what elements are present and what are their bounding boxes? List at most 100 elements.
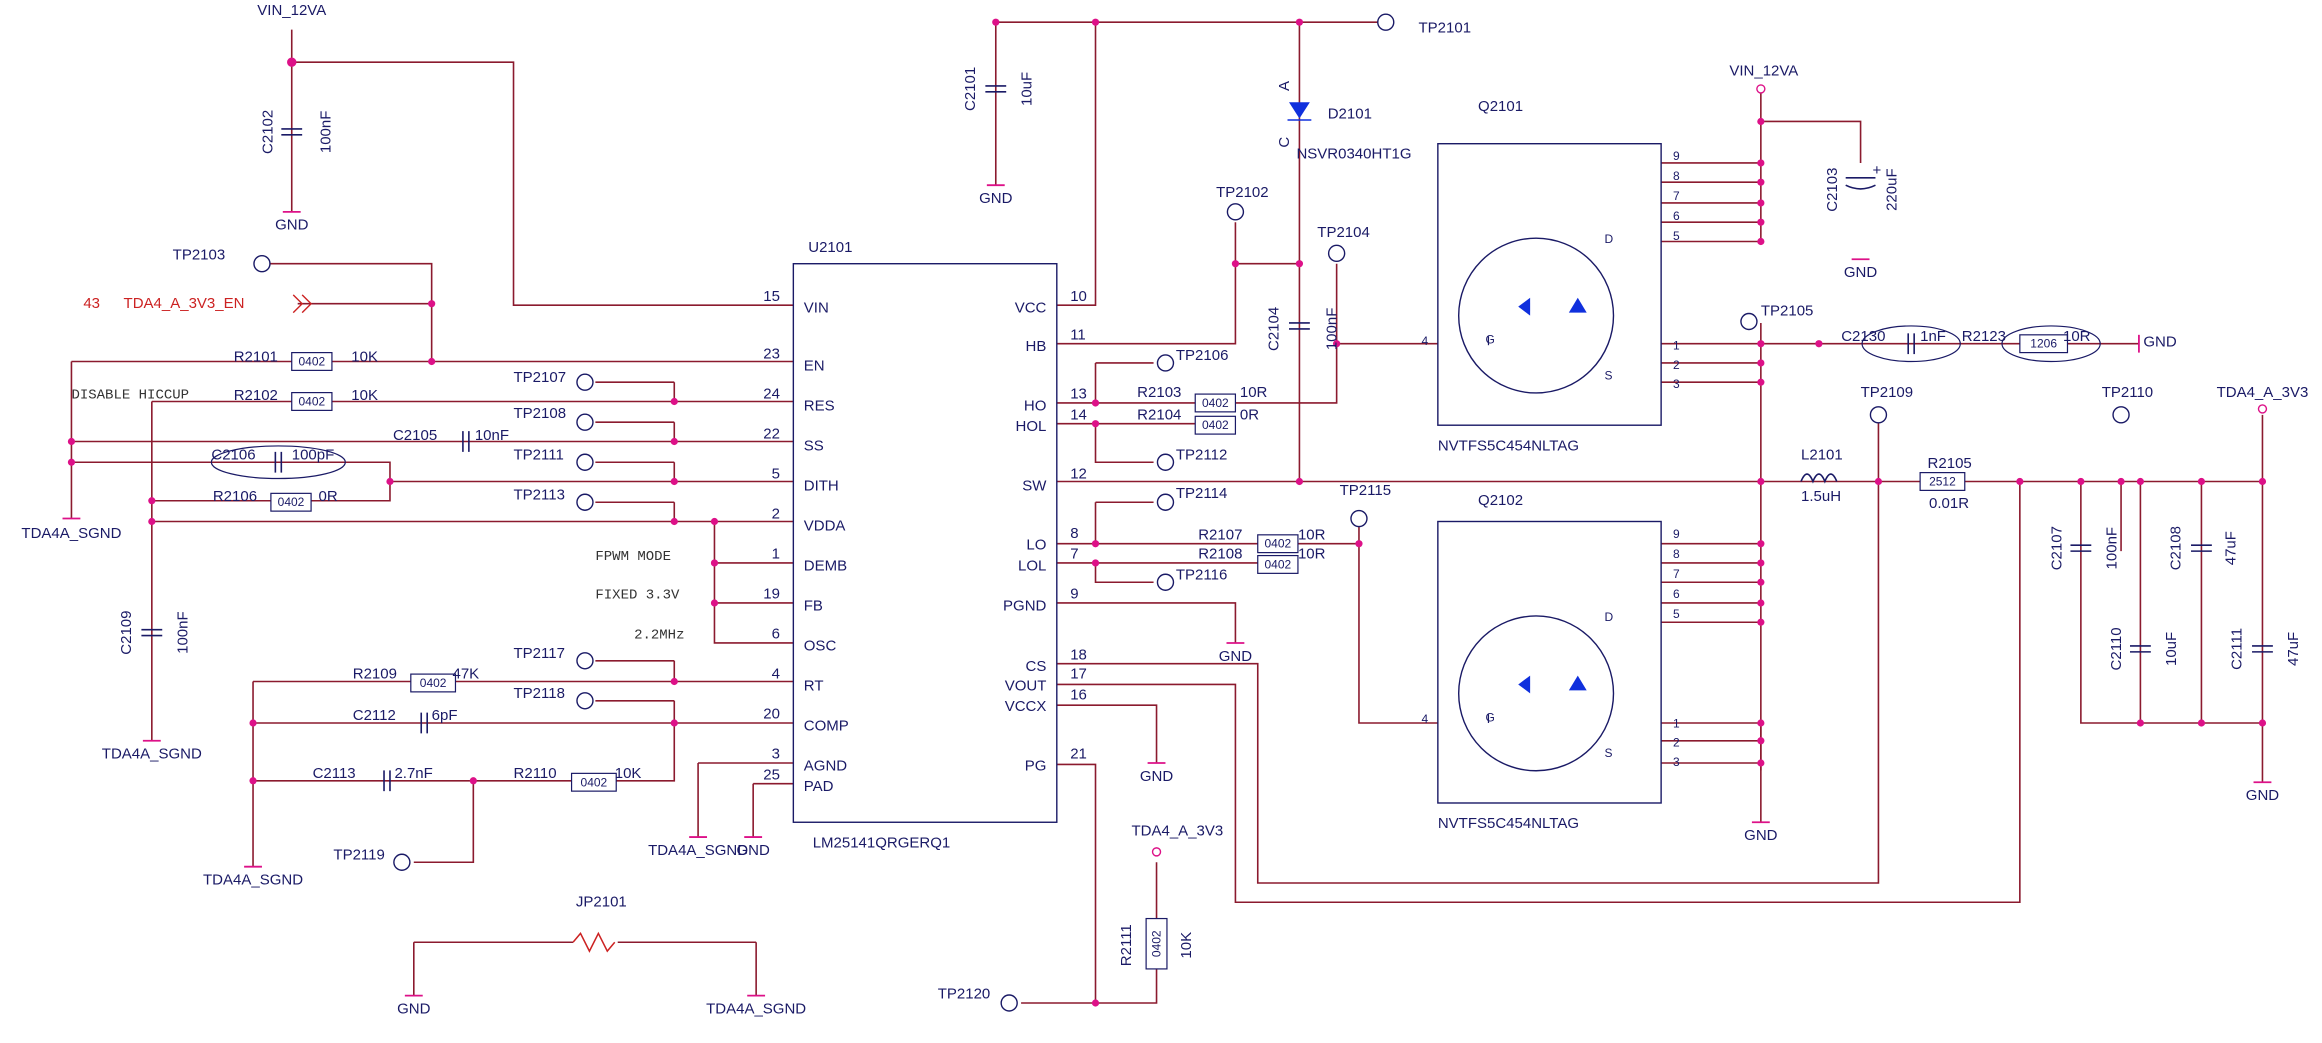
junction-dot [670,677,678,686]
wire [713,521,794,644]
cap-value: 1nF [1920,328,1946,345]
junction-dot [1757,477,1765,486]
test-point-label: TP2111 [514,446,564,463]
res-value: 10R [1298,526,1326,543]
note-fpwm: FPWM MODE [595,549,671,565]
junction-dot [1231,260,1240,268]
test-point-label: TP2116 [1176,566,1227,583]
ic-pin-name: PGND [1003,597,1047,614]
res-ref: R2107 [1198,526,1242,543]
cap-ref: C2130 [1841,328,1885,345]
junction-dot [469,777,477,785]
res-ref: R2108 [1198,546,1242,563]
junction-dot [1757,599,1765,607]
res-ref: R2110 [514,765,557,782]
test-point-icon [393,853,411,871]
junction-dot [1757,618,1765,626]
junction-dot [1295,18,1304,26]
res-value: 10K [351,348,378,365]
net-label-out: TDA4_A_3V3 [2217,384,2309,401]
resistor-body [1145,917,1168,970]
junction-dot [2016,477,2024,486]
cap-outline [210,445,346,480]
test-point-icon [1740,312,1758,331]
cap-value: 100nF [317,111,334,154]
note-freq: 2.2MHz [634,628,684,644]
junction-dot [1091,18,1100,26]
ic-pin-name: CS [1026,658,1047,675]
junction-dot [1333,340,1341,348]
ground-label: TDA4A_SGND [102,746,202,763]
mosfet-arrow-icon [1518,297,1531,316]
resistor-package-label: 0402 [1150,930,1164,957]
net-label-vin: VIN_12VA [257,2,326,19]
offpage-ref: 43 [83,295,100,312]
junction-dot [2136,477,2145,486]
ic-pin-number: 1 [772,546,780,563]
junction-dot [1295,477,1304,486]
junction-dot [1757,737,1765,745]
junction-dot [992,18,1000,26]
ic-body [792,263,1058,823]
junction-dot [2258,477,2267,486]
junction-dot [1757,378,1765,386]
ic-pin-number: 21 [1070,746,1087,763]
ic-pin-number: 14 [1070,406,1087,423]
diode-cathode: C [1276,137,1293,148]
test-point-label: TP2110 [2102,384,2153,401]
ground-label: GND [736,842,770,859]
ground-label: GND [2143,334,2177,351]
cap-value: 6pF [432,707,458,724]
fet-source-label: S [1605,746,1613,760]
res-ref: R2106 [213,488,257,505]
ic-pin-name: COMP [804,717,849,734]
diode-part: NSVR0340HT1G [1296,146,1411,163]
mosfet-icon [1457,237,1615,394]
res-ref: R2104 [1137,406,1181,423]
test-point-label: TP2112 [1176,446,1227,463]
junction-dot [1295,260,1304,268]
ic-pin-number: 3 [772,746,780,763]
test-point-label: TP2118 [514,685,565,702]
cap-ref: C2101 [962,67,979,111]
res-ref: R2111 [1118,924,1135,966]
resistor-package-label: 0402 [420,676,447,690]
wire [413,780,475,864]
ic-pin-name: PAD [804,778,834,795]
fet-pin-number: 4 [1421,334,1428,348]
res-value: 10R [2063,328,2091,345]
label-layer: U2101LM25141QRGERQ1VIN15EN23RES24SS22DIT… [21,2,2308,1018]
wire [1056,704,1158,763]
ic-pin-name: SS [804,437,824,454]
fet-pin-number: 1 [1673,339,1680,353]
cap-value: 10uF [2163,632,2180,666]
res-value: 10R [1298,546,1326,563]
res-value: 10K [615,765,642,782]
test-point-icon [1327,244,1346,263]
ground-label: GND [1219,648,1253,665]
junction-dot [1091,420,1100,428]
junction-dot [249,777,257,785]
ic-pin-name: DEMB [804,557,847,574]
ic-pin-number: 15 [763,288,780,305]
junction-dot [670,477,678,486]
ic-pin-number: 19 [763,586,780,603]
cap-value: 100nF [2104,527,2121,570]
resistor-package-label: 0402 [298,354,325,368]
res-value: 10R [1240,384,1268,401]
resistor-package-label: 0402 [298,394,325,408]
cap-ref: C2108 [2168,526,2185,570]
cap-plus-sign: + [1872,162,1881,179]
res-value: 10K [351,387,378,404]
ic-pin-name: PG [1025,757,1047,774]
test-point-icon [2112,406,2130,424]
resistor-body [291,352,333,371]
res-value: 0R [1240,406,1259,423]
cap-value: 100nF [175,611,192,654]
test-point-label: TP2117 [514,645,565,662]
diode-anode: A [1276,81,1293,91]
cap-value: 10nF [475,427,509,444]
cap-ref: C2113 [313,765,356,782]
fet-pin-number: 6 [1673,587,1680,601]
junction-dot [710,517,719,526]
